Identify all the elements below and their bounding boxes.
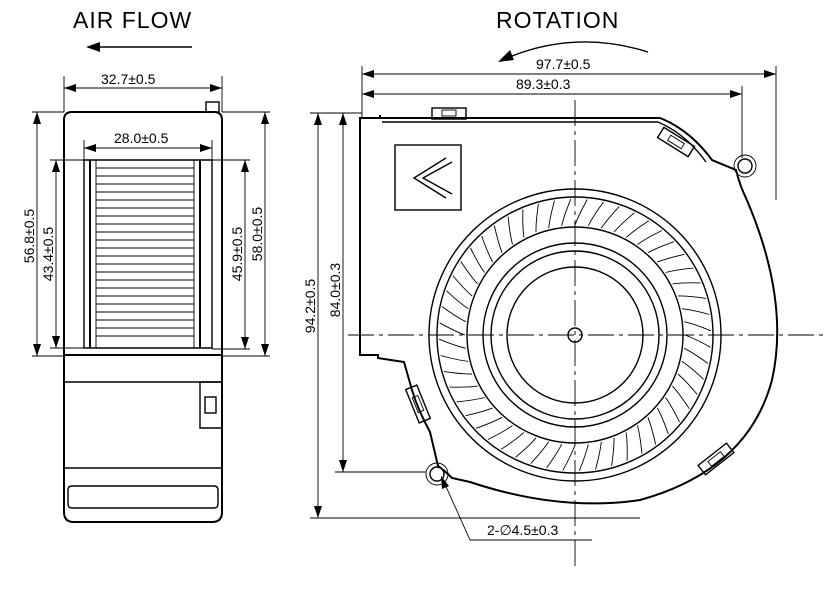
inlet-fins [96,167,194,337]
dim-front-width-outer-label: 97.7±0.5 [536,56,591,72]
impeller-blade [481,235,494,263]
rotation-title: ROTATION [496,7,619,33]
impeller-blade [625,220,650,238]
dim-height-right-outer-label: 58.0±0.5 [249,207,265,262]
impeller-blade [625,432,628,461]
impeller-blade [493,225,503,253]
impeller-blade [443,371,473,375]
impeller-blade [440,355,469,362]
dim-side-width: 32.7±0.5 [63,71,223,112]
impeller-blade [665,267,694,273]
dim-mounting-holes: 2-∅4.5±0.3 [441,476,592,541]
impeller-blade [446,290,469,310]
impeller-blade [637,230,663,245]
impeller-blade [681,308,710,315]
rotation-arrow [498,41,649,62]
dim-inlet-width: 28.0±0.5 [83,130,213,160]
dim-height-inner: 43.4±0.5 [40,159,84,349]
impeller-blade [452,275,473,297]
impeller-blade [677,373,698,395]
dim-front-width-holes-label: 89.3±0.3 [516,76,571,92]
impeller-blade [546,443,563,469]
dim-front-height-holes-label: 84.0±0.3 [327,263,343,318]
impeller-blade [439,322,466,336]
impeller-blade [530,441,550,464]
impeller-blade [656,407,669,435]
impeller-blade [522,209,525,238]
impeller-blade [470,247,485,273]
impeller-blade [647,241,675,254]
side-view [63,101,223,523]
impeller-blade [562,444,576,471]
impeller-blade [465,407,493,417]
impeller-blade [611,437,615,467]
impeller-blade [515,437,537,458]
dim-front-height-outer-label: 94.2±0.5 [302,279,318,334]
impeller-blade [535,203,539,233]
impeller-blade [587,201,604,227]
impeller-blade [456,397,485,403]
impeller-blade [677,295,707,299]
impeller-blade [613,212,635,233]
dim-front-width-holes: 89.3±0.3 [362,76,743,158]
impeller-blade [561,198,572,226]
impeller-blade [600,206,620,229]
dim-height-right-outer: 58.0±0.5 [222,111,270,357]
impeller-blade [683,347,709,364]
front-view [359,107,779,505]
impeller-blade [449,385,478,388]
dim-height-outer: 56.8±0.5 [21,111,64,357]
impeller-blade [681,360,704,380]
impeller-blade [672,385,690,410]
impeller-blade [500,432,525,450]
impeller-blade [684,321,712,332]
air-flow-arrow [86,42,192,52]
air-flow-title: AIR FLOW [73,7,192,33]
impeller-blade [507,216,513,245]
dim-front-height-holes: 84.0±0.3 [327,112,426,473]
dim-mounting-holes-label: 2-∅4.5±0.3 [487,522,558,538]
impeller-blade [672,282,701,285]
impeller-blade [647,417,657,445]
impeller-blade [657,253,685,263]
dim-front-width-outer: 97.7±0.5 [361,56,777,200]
dim-height-right-inner: 45.9±0.5 [212,159,250,350]
impeller-blade [548,200,555,229]
impeller-blade [665,397,680,423]
dim-height-outer-label: 56.8±0.5 [21,209,37,264]
impeller-blade [578,444,589,472]
dim-inlet-width-label: 28.0±0.5 [114,130,169,146]
dim-height-inner-label: 43.4±0.5 [40,227,56,282]
impeller-blade [441,306,467,323]
impeller-blade [684,334,711,348]
dim-front-height-outer: 94.2±0.5 [302,112,640,519]
impeller-blade [438,338,466,349]
dim-height-right-inner-label: 45.9±0.5 [229,227,245,282]
impeller-blade [637,425,643,454]
dim-side-width-label: 32.7±0.5 [101,71,156,87]
impeller-blade [487,425,513,440]
impeller-blade [475,416,503,429]
impeller-blade [595,441,602,470]
impeller-blade [460,260,478,285]
impeller-blade [574,199,588,226]
impeller-blades [438,198,712,472]
